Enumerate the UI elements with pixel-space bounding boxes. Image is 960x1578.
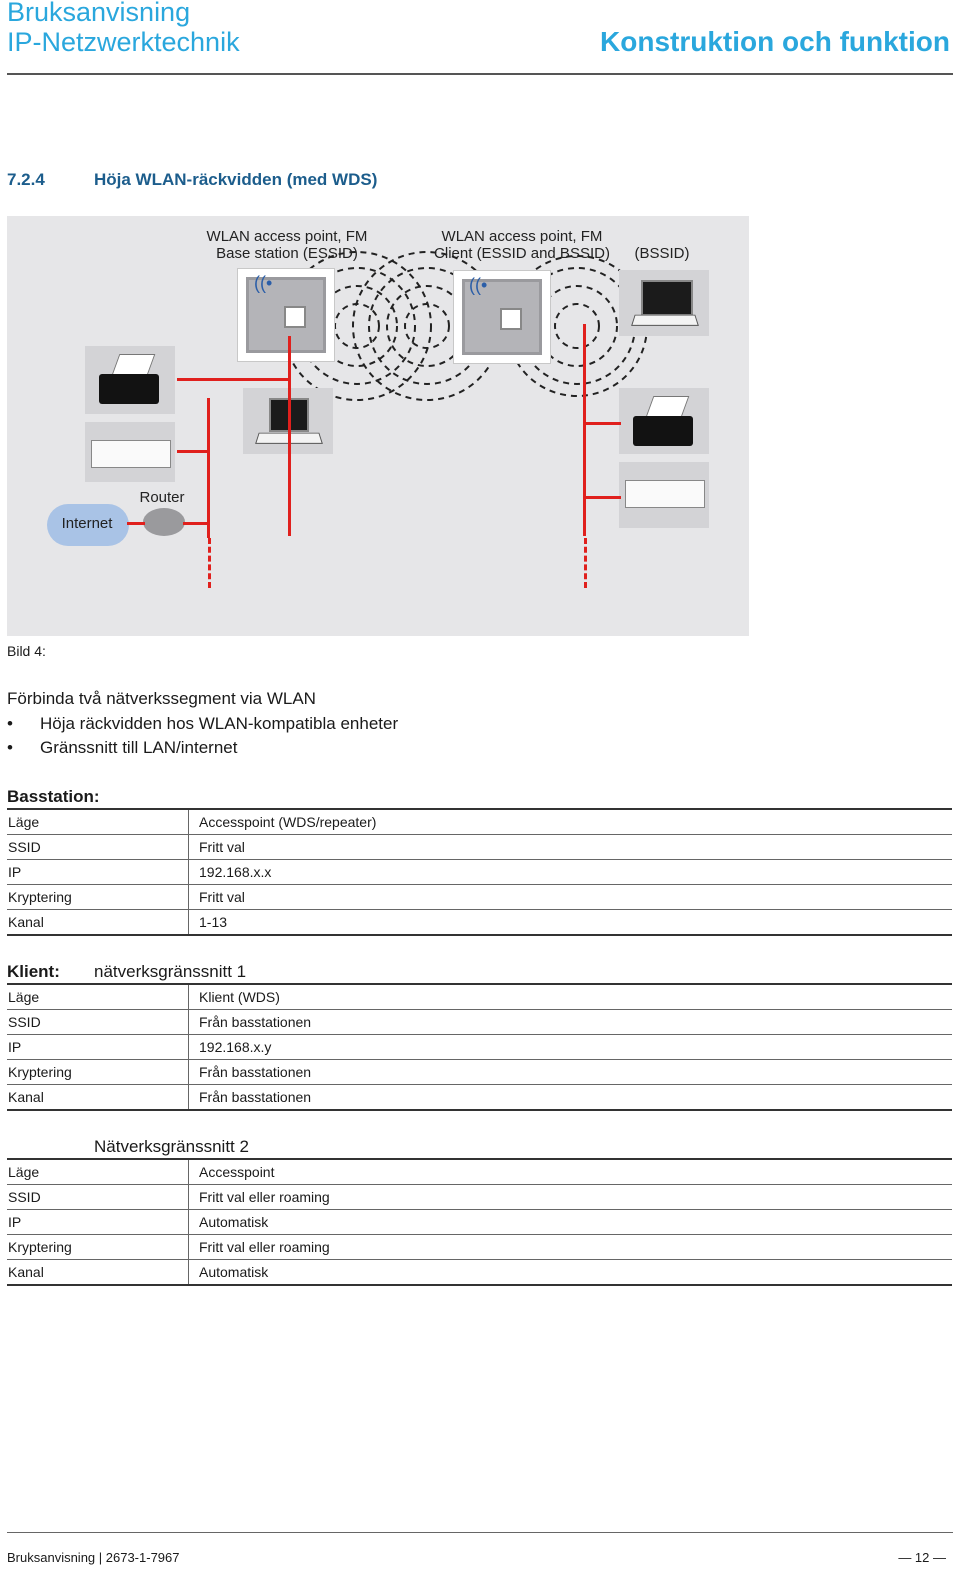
cable-line [207, 398, 210, 538]
cable-line [177, 378, 289, 381]
network-diagram: WLAN access point, FM Base station (ESSI… [7, 216, 749, 636]
cable-line [583, 422, 621, 425]
network-storage-icon [619, 462, 709, 528]
header-title: Bruksanvisning [7, 0, 191, 27]
ripple-ring [334, 303, 380, 349]
label-bssid: (BSSID) [634, 245, 690, 262]
label-router: Router [139, 489, 185, 506]
bullet-item: •Höja räckvidden hos WLAN-kompatibla enh… [7, 714, 399, 733]
wifi-signal-icon: ((• [254, 273, 273, 293]
label-base-station: WLAN access point, FM Base station (ESSI… [206, 228, 368, 262]
label-internet: Internet [61, 515, 113, 532]
internet-cloud-icon [47, 504, 129, 546]
cable-line [583, 324, 586, 536]
section-number: 7.2.4 [7, 170, 45, 189]
wifi-signal-icon: ((• [469, 275, 488, 295]
client-interface-2-heading: Nätverksgränssnitt 2 [94, 1137, 249, 1156]
header-chapter: Konstruktion och funktion [600, 26, 950, 57]
printer-icon [619, 388, 709, 454]
laptop-icon [619, 270, 709, 336]
base-station-icon [237, 268, 335, 362]
ripple-ring [554, 303, 600, 349]
figure-caption: Bild 4: [7, 643, 46, 659]
page-number: — 12 — [898, 1550, 946, 1565]
intro-text: Förbinda två nätverkssegment via WLAN [7, 689, 316, 708]
header-subtitle: IP-Netzwerktechnik [7, 27, 240, 57]
client-interface-1-heading: nätverksgränssnitt 1 [94, 962, 247, 981]
footer-document-id: Bruksanvisning | 2673-1-7967 [7, 1550, 180, 1565]
cable-line [127, 522, 145, 525]
printer-icon [85, 346, 175, 414]
ripple-ring [404, 303, 450, 349]
router-icon [143, 508, 185, 536]
network-storage-icon [85, 422, 175, 482]
cable-line [288, 336, 291, 536]
footer-divider [7, 1532, 953, 1533]
client-access-point-icon [453, 270, 551, 364]
cable-continuation [584, 538, 587, 588]
cable-line [183, 522, 209, 525]
bullet-item: •Gränssnitt till LAN/internet [7, 738, 238, 757]
label-client: WLAN access point, FM Client (ESSID and … [434, 228, 610, 262]
section-title: Höja WLAN-räckvidden (med WDS) [94, 170, 378, 189]
cable-continuation [208, 538, 211, 588]
base-station-heading: Basstation: [7, 787, 100, 806]
client-heading: Klient: [7, 962, 60, 981]
cable-line [177, 450, 209, 453]
header-divider [7, 73, 953, 75]
cable-line [583, 496, 621, 499]
